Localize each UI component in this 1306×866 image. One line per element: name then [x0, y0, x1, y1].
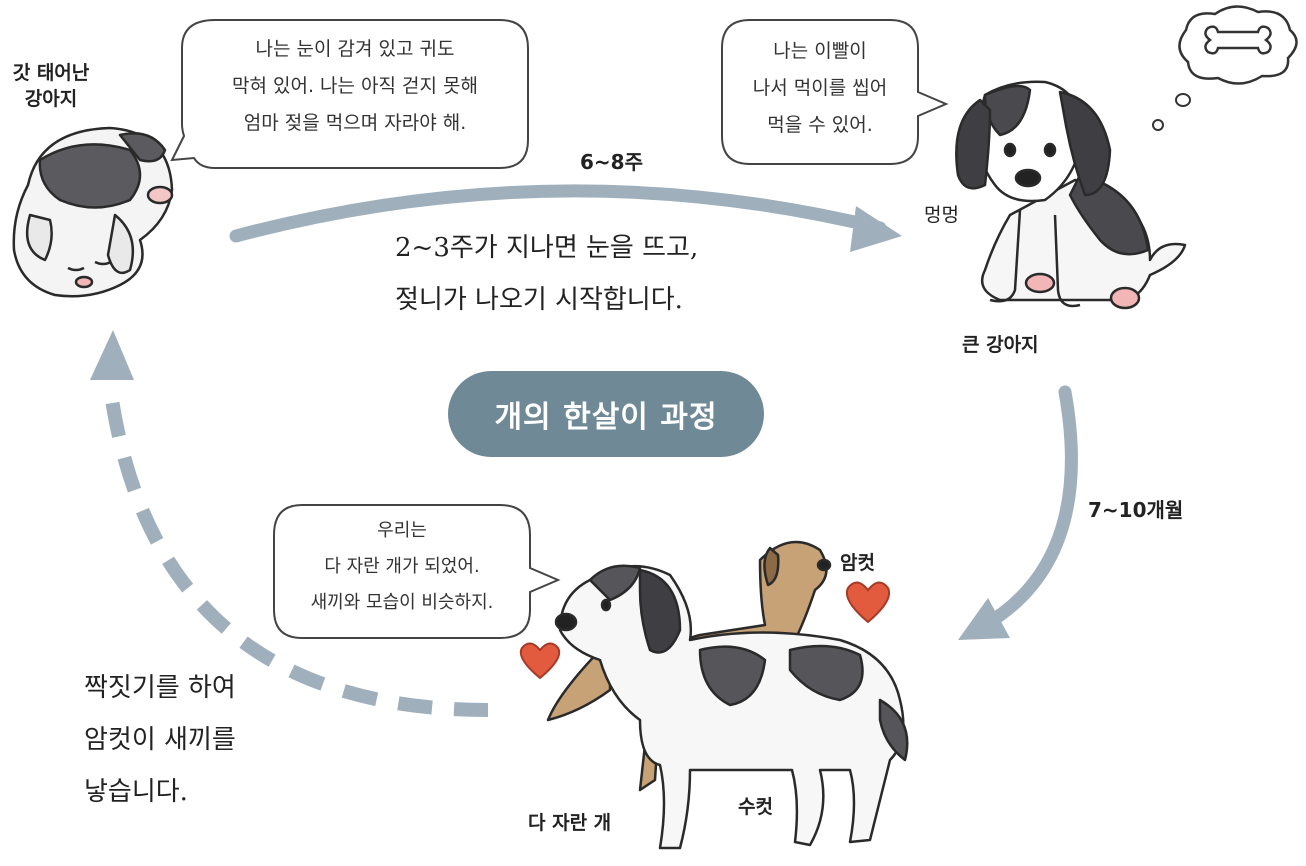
arrowhead-newborn-to-puppy: [850, 206, 902, 252]
adult-label: 다 자란 개: [528, 812, 612, 834]
bubble-newborn: [170, 19, 529, 169]
puppy-label: 큰 강아지: [962, 334, 1039, 356]
newborn-label-line: 강아지: [24, 88, 78, 110]
speech-puppy-line: 나는 이빨이: [773, 40, 867, 62]
heart-icon: [519, 642, 561, 680]
newborn-puppy-illustration: [12, 126, 174, 298]
adult-dogs-illustration: [546, 540, 909, 850]
arrowhead-adult-to-newborn: [90, 330, 134, 380]
speech-adult-line: 다 자란 개가 되었어.: [324, 556, 480, 577]
bubble-adult: [273, 504, 561, 639]
arrowhead-puppy-to-adult: [958, 598, 1010, 640]
newborn-label-line: 갓 태어난: [12, 62, 90, 84]
speech-newborn: 나는 눈이 감겨 있고 귀도 막혀 있어. 나는 아직 걷지 못해 엄마 젖을 …: [182, 31, 528, 142]
newborn-label: 갓 태어난 강아지: [6, 60, 96, 112]
caption-line: 젖니가 나오기 시작합니다.: [395, 285, 683, 315]
arrow-newborn-to-puppy: [229, 184, 887, 243]
bubble-puppy: [721, 19, 949, 165]
caption-line: 2~3주가 지나면 눈을 뜨고,: [395, 233, 699, 263]
caption-line: 짝짓기를 하여: [84, 673, 236, 703]
puppy-sound: 멍멍: [924, 204, 959, 226]
speech-newborn-line: 엄마 젖을 먹으며 자라야 해.: [243, 112, 467, 134]
male-label: 수컷: [738, 796, 773, 818]
period-6-8-weeks: 6~8주: [580, 150, 643, 174]
arrow-puppy-to-adult: [978, 385, 1078, 632]
heart-icon: [846, 581, 890, 624]
speech-puppy-line: 먹을 수 있어.: [767, 114, 873, 136]
puppy-illustration: [955, 80, 1187, 310]
caption-line: 낳습니다.: [84, 777, 188, 807]
speech-adult-line: 우리는: [377, 520, 427, 541]
caption-adult-to-newborn: 짝짓기를 하여 암컷이 새끼를 낳습니다.: [84, 662, 236, 818]
bone-thought-icon: [1152, 5, 1298, 131]
male-dog: [558, 564, 905, 850]
arrow-adult-to-newborn: [105, 398, 489, 717]
caption-line: 암컷이 새끼를: [84, 725, 236, 755]
speech-newborn-line: 막혀 있어. 나는 아직 걷지 못해: [232, 75, 478, 97]
diagram-title: 개의 한살이 과정: [448, 371, 764, 457]
period-7-10-months: 7~10개월: [1088, 498, 1184, 522]
speech-puppy: 나는 이빨이 나서 먹이를 씹어 먹을 수 있어.: [722, 33, 918, 144]
speech-puppy-line: 나서 먹이를 씹어: [752, 77, 888, 99]
speech-adult-line: 새끼와 모습이 비슷하지.: [310, 592, 494, 613]
female-label: 암컷: [840, 552, 875, 574]
speech-adult: 우리는 다 자란 개가 되었어. 새끼와 모습이 비슷하지.: [274, 513, 530, 621]
speech-newborn-line: 나는 눈이 감겨 있고 귀도: [255, 38, 455, 60]
caption-newborn-to-puppy: 2~3주가 지나면 눈을 뜨고, 젖니가 나오기 시작합니다.: [395, 222, 698, 326]
